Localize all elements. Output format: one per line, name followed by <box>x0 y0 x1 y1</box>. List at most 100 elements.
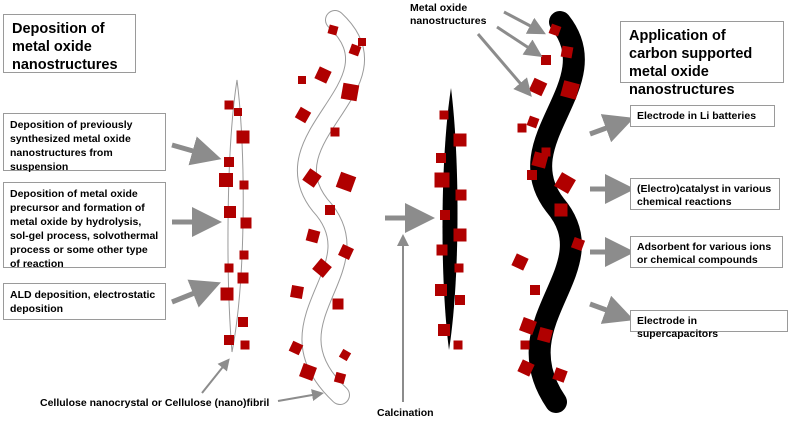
metal-oxide-particle <box>239 180 249 190</box>
metal-oxide-particle <box>294 106 312 124</box>
metal-oxide-particle <box>517 123 527 133</box>
metal-oxide-particle <box>537 327 553 343</box>
cellulose-label: Cellulose nanocrystal or Cellulose (nano… <box>40 397 270 409</box>
metal-oxide-particle <box>219 173 233 187</box>
metal-oxide-particle <box>541 55 551 65</box>
method-box-suspension: Deposition of previously synthesized met… <box>3 113 166 173</box>
calcination-label: Calcination <box>377 407 434 419</box>
metal-oxide-particle <box>240 217 252 229</box>
metal-oxide-particle <box>348 43 362 57</box>
metal-oxide-particle <box>220 287 234 301</box>
application-box-li-batteries: Electrode in Li batteries <box>630 105 775 127</box>
metal-oxide-particle <box>302 168 322 188</box>
metal-oxide-particle <box>511 253 529 271</box>
arrow-application-1 <box>589 114 635 143</box>
metal-oxide-particle <box>224 206 236 218</box>
method-label-ald: ALD deposition, electrostatic deposition <box>10 289 156 315</box>
metal-oxide-particles-straight-cellulose <box>219 100 252 350</box>
metal-oxide-particle <box>440 210 450 220</box>
metal-oxide-particle <box>340 82 360 102</box>
metal-oxide-particle <box>312 258 332 278</box>
metal-oxide-particle <box>338 348 352 362</box>
metal-oxide-particle <box>327 24 339 36</box>
application-label-li-batteries: Electrode in Li batteries <box>637 110 757 122</box>
metal-oxide-particle <box>526 115 540 129</box>
metal-oxide-particle <box>236 130 250 144</box>
metal-oxide-particle <box>520 340 530 350</box>
metal-oxide-particle <box>358 38 366 46</box>
metal-oxide-particle <box>548 23 562 37</box>
deposition-title: Deposition of metal oxide nanostructures <box>12 21 118 73</box>
arrow-metal-oxide-2 <box>496 25 543 57</box>
metal-oxide-particle <box>560 45 574 59</box>
method-label-precursor: Deposition of metal oxide precursor and … <box>10 188 159 270</box>
application-label-catalyst: (Electro)catalyst in various chemical re… <box>637 183 772 208</box>
metal-oxide-particle <box>519 317 537 335</box>
arrow-method-3 <box>171 279 221 308</box>
metal-oxide-particle <box>330 127 340 137</box>
metal-oxide-particle <box>541 147 551 157</box>
metal-oxide-particle <box>438 324 450 336</box>
metal-oxide-particle <box>239 250 249 260</box>
method-box-ald: ALD deposition, electrostatic deposition <box>3 283 166 320</box>
metal-oxide-particle <box>454 263 464 273</box>
arrow-metal-oxide-3 <box>476 33 532 97</box>
application-box-catalyst: (Electro)catalyst in various chemical re… <box>630 178 780 210</box>
metal-oxide-particle <box>554 172 576 194</box>
metal-oxide-particle <box>434 172 450 188</box>
metal-oxide-particle <box>455 295 465 305</box>
application-title-box: Application of carbon supported metal ox… <box>620 21 784 98</box>
arrow-cellulose-straight <box>201 358 230 394</box>
metal-oxide-particle <box>333 371 347 385</box>
metal-oxide-particles-wavy-carbon <box>511 23 586 383</box>
metal-oxide-particle <box>554 203 568 217</box>
application-box-adsorbent: Adsorbent for various ions or chemical c… <box>630 236 783 268</box>
cellulose-fibril-wavy <box>297 11 365 404</box>
arrow-metal-oxide-1 <box>503 10 546 35</box>
metal-oxide-particle <box>234 108 242 116</box>
method-label-suspension: Deposition of previously synthesized met… <box>10 119 133 173</box>
metal-oxide-particle <box>453 133 467 147</box>
metal-oxide-particle <box>528 77 548 97</box>
metal-oxide-particle <box>453 340 463 350</box>
arrow-cellulose-wavy <box>277 389 324 402</box>
metal-oxide-particle <box>305 228 321 244</box>
metal-oxide-particles-straight-carbon <box>434 110 467 350</box>
metal-oxide-particle <box>439 110 449 120</box>
metal-oxide-particle <box>530 285 540 295</box>
metal-oxide-particle <box>436 153 446 163</box>
metal-oxide-particle <box>224 157 234 167</box>
arrow-application-4 <box>589 295 635 324</box>
metal-oxide-particle <box>298 76 306 84</box>
metal-oxide-label: Metal oxide nanostructures <box>410 2 487 27</box>
metal-oxide-particle <box>455 189 467 201</box>
metal-oxide-particle <box>335 171 357 193</box>
metal-oxide-particle <box>224 100 234 110</box>
metal-oxide-particle <box>527 170 537 180</box>
metal-oxide-particle <box>570 236 586 252</box>
metal-oxide-particle <box>552 367 568 383</box>
metal-oxide-particles-wavy-cellulose <box>288 24 366 385</box>
application-title: Application of carbon supported metal ox… <box>629 28 753 98</box>
metal-oxide-particle <box>325 205 335 215</box>
arrow-method-1 <box>171 136 222 166</box>
metal-oxide-particle <box>224 263 234 273</box>
deposition-title-box: Deposition of metal oxide nanostructures <box>3 14 136 73</box>
metal-oxide-particle <box>436 244 448 256</box>
metal-oxide-particle <box>453 228 467 242</box>
metal-oxide-particle <box>240 340 250 350</box>
application-label-adsorbent: Adsorbent for various ions or chemical c… <box>637 241 772 266</box>
metal-oxide-particle <box>435 284 447 296</box>
metal-oxide-particle <box>288 340 304 356</box>
metal-oxide-particle <box>238 317 248 327</box>
metal-oxide-particle <box>560 80 580 100</box>
method-box-precursor: Deposition of metal oxide precursor and … <box>3 182 166 270</box>
metal-oxide-particle <box>332 298 344 310</box>
metal-oxide-particle <box>237 272 249 284</box>
metal-oxide-particle <box>517 359 535 377</box>
application-label-supercapacitors: Electrode in supercapacitors <box>637 315 719 340</box>
metal-oxide-particle <box>338 244 354 260</box>
metal-oxide-particle <box>290 285 304 299</box>
metal-oxide-particle <box>224 335 234 345</box>
